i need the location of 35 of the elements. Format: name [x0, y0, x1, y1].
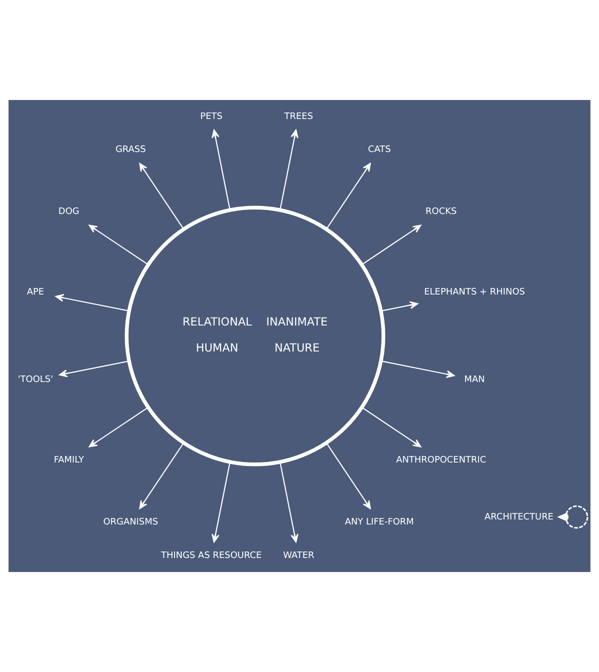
node-text: CATS [368, 145, 391, 156]
arrow [381, 360, 455, 378]
arrow [88, 406, 148, 448]
node-text: PETS [200, 112, 222, 122]
node-text: FAMILY [54, 456, 84, 466]
arrow [58, 360, 129, 378]
arrow [326, 442, 371, 510]
node-text: WATER [283, 550, 314, 561]
node-text: ELEPHANTS + RHINOS [424, 288, 525, 298]
arrow [280, 129, 298, 210]
node-text: GRASS [115, 145, 146, 156]
arrow [558, 512, 568, 522]
node-text: ORGANISMS [103, 517, 158, 528]
arrow [362, 406, 422, 448]
node-circle: RELATIONAL INANIMATE HUMAN NATURE [124, 206, 386, 466]
node-text: ROCKS [426, 206, 457, 217]
node-text: ANTHROPOCENTRIC [396, 456, 486, 466]
arrow [88, 224, 148, 266]
node-text: 'TOOLS' [18, 374, 54, 385]
arrow [326, 162, 371, 230]
arrow [280, 462, 298, 543]
node-text: MAN [464, 374, 485, 385]
arrow [362, 224, 422, 266]
node-text: ARCHITECTURE [484, 512, 554, 522]
node-text: APE [26, 288, 44, 298]
arrow [139, 162, 184, 230]
node-text: DOG [58, 206, 80, 217]
node-text: TREES [284, 112, 314, 122]
arrow [55, 294, 129, 312]
node-text: THINGS AS RESOURCE [161, 550, 262, 561]
node-text: ANY LIFE-FORM [344, 517, 414, 528]
arrow [139, 442, 184, 510]
arrow [381, 301, 418, 312]
arrow [212, 462, 230, 543]
arrow [212, 129, 230, 210]
